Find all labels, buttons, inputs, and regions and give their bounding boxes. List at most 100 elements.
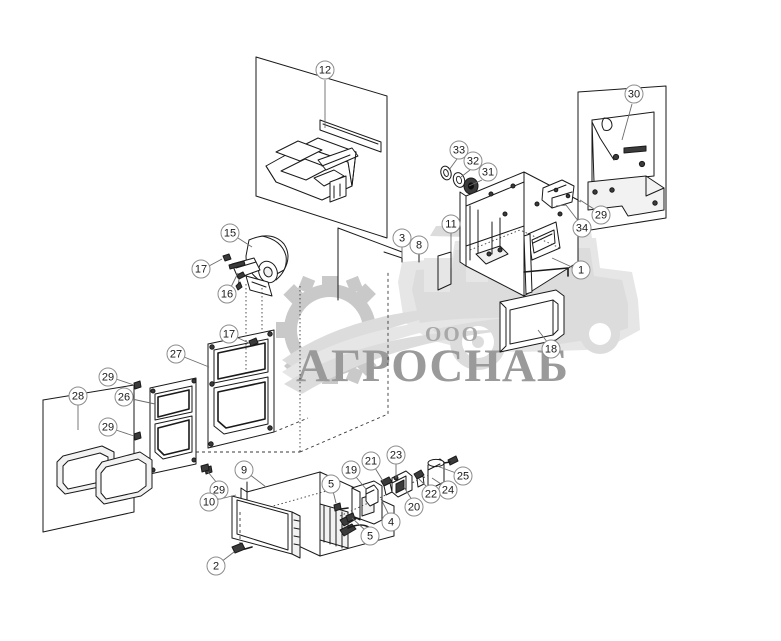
part-10-condenser-plate — [231, 495, 301, 559]
callout-bubble-shape[interactable] — [541, 339, 561, 359]
callout-16[interactable]: 16 — [217, 284, 237, 304]
part-17-fastener-lower — [248, 337, 259, 347]
callout-leader-c27 — [183, 356, 210, 368]
callout-31[interactable]: 31 — [478, 162, 498, 182]
callout-bubble-shape[interactable] — [68, 386, 88, 406]
callout-label: 18 — [545, 344, 557, 356]
part-25-fastener — [443, 455, 459, 466]
callout-32[interactable]: 32 — [463, 151, 483, 171]
callout-bubble-shape[interactable] — [98, 417, 118, 437]
callout-bubble-shape[interactable] — [421, 484, 441, 504]
callout-bubble-shape[interactable] — [98, 367, 118, 387]
callout-label: 23 — [390, 450, 402, 462]
callout-bubble-shape[interactable] — [441, 214, 461, 234]
callout-5[interactable]: 5 — [360, 526, 380, 546]
callout-label: 5 — [328, 479, 334, 491]
callout-bubble-shape[interactable] — [315, 60, 335, 80]
part-27-inner-gasket-panel — [207, 329, 275, 449]
callout-bubble-shape[interactable] — [463, 151, 483, 171]
callout-label: 29 — [102, 372, 114, 384]
callout-label: 9 — [241, 465, 247, 477]
callout-label: 20 — [408, 502, 420, 514]
callout-5[interactable]: 5 — [321, 474, 341, 494]
callout-bubble-shape[interactable] — [404, 497, 424, 517]
callout-28[interactable]: 28 — [68, 386, 88, 406]
callout-19[interactable]: 19 — [341, 460, 361, 480]
callout-leader-lines — [77, 80, 633, 563]
callout-29[interactable]: 29 — [98, 417, 118, 437]
callout-2[interactable]: 2 — [206, 556, 226, 576]
callout-bubble-shape[interactable] — [206, 556, 226, 576]
callout-25[interactable]: 25 — [453, 466, 473, 486]
callout-21[interactable]: 21 — [361, 451, 381, 471]
callout-leader-c4 — [380, 498, 390, 516]
callout-bubble-shape[interactable] — [624, 84, 644, 104]
callout-bubble-shape[interactable] — [219, 324, 239, 344]
callout-27[interactable]: 27 — [166, 344, 186, 364]
callout-bubble-shape[interactable] — [591, 205, 611, 225]
leader-34-seg — [555, 204, 567, 207]
callout-label: 24 — [442, 485, 454, 497]
callout-leader-c15 — [237, 237, 253, 248]
callout-bubble-shape[interactable] — [114, 387, 134, 407]
callout-label: 30 — [628, 89, 640, 101]
callout-20[interactable]: 20 — [404, 497, 424, 517]
callout-bubble-shape[interactable] — [234, 460, 254, 480]
callout-label: 34 — [576, 223, 588, 235]
callout-bubble-shape[interactable] — [392, 228, 412, 248]
callout-8[interactable]: 8 — [409, 235, 429, 255]
callout-10[interactable]: 10 — [199, 492, 219, 512]
callout-34[interactable]: 34 — [572, 218, 592, 238]
callout-1[interactable]: 1 — [571, 260, 591, 280]
callout-24[interactable]: 24 — [438, 480, 458, 500]
callout-18[interactable]: 18 — [541, 339, 561, 359]
callout-label: 22 — [425, 489, 437, 501]
callout-11[interactable]: 11 — [441, 214, 461, 234]
callout-23[interactable]: 23 — [386, 445, 406, 465]
callout-label: 29 — [213, 485, 225, 497]
callout-bubble-shape[interactable] — [217, 284, 237, 304]
callout-bubble-shape[interactable] — [341, 460, 361, 480]
callout-15[interactable]: 15 — [220, 223, 240, 243]
callout-29[interactable]: 29 — [98, 367, 118, 387]
callout-bubble-shape[interactable] — [166, 344, 186, 364]
callout-bubble-shape[interactable] — [449, 140, 469, 160]
callout-17[interactable]: 17 — [191, 259, 211, 279]
callout-9[interactable]: 9 — [234, 460, 254, 480]
callout-bubble-shape[interactable] — [571, 260, 591, 280]
callout-leader-c16 — [230, 272, 239, 288]
callout-bubble-shape[interactable] — [360, 526, 380, 546]
callout-30[interactable]: 30 — [624, 84, 644, 104]
callout-bubble-shape[interactable] — [321, 474, 341, 494]
callout-label: 4 — [388, 517, 394, 529]
callout-12[interactable]: 12 — [315, 60, 335, 80]
callout-label: 11 — [445, 219, 456, 231]
callout-label: 28 — [72, 391, 84, 403]
callout-bubble-shape[interactable] — [199, 492, 219, 512]
part-26-gasket-sheet — [149, 377, 197, 475]
callout-3[interactable]: 3 — [392, 228, 412, 248]
callout-bubble-shape[interactable] — [572, 218, 592, 238]
callout-22[interactable]: 22 — [421, 484, 441, 504]
part-24-cylinder — [427, 458, 445, 489]
watermark-wheel-rear — [580, 314, 620, 354]
callout-bubble-shape[interactable] — [381, 512, 401, 532]
callout-29[interactable]: 29 — [591, 205, 611, 225]
callout-4[interactable]: 4 — [381, 512, 401, 532]
callout-bubble-shape[interactable] — [453, 466, 473, 486]
callout-label: 29 — [595, 210, 607, 222]
callout-bubble-shape[interactable] — [409, 235, 429, 255]
callout-bubble-shape[interactable] — [191, 259, 211, 279]
callout-26[interactable]: 26 — [114, 387, 134, 407]
part-18-lower-duct-seal — [499, 289, 565, 353]
callout-bubble-shape[interactable] — [361, 451, 381, 471]
callout-17[interactable]: 17 — [219, 324, 239, 344]
callout-33[interactable]: 33 — [449, 140, 469, 160]
part-19-fitting — [365, 484, 379, 507]
callout-label: 17 — [223, 329, 235, 341]
callout-label: 10 — [203, 497, 215, 509]
callout-bubble-shape[interactable] — [386, 445, 406, 465]
callout-bubble-shape[interactable] — [478, 162, 498, 182]
callout-bubble-shape[interactable] — [220, 223, 240, 243]
